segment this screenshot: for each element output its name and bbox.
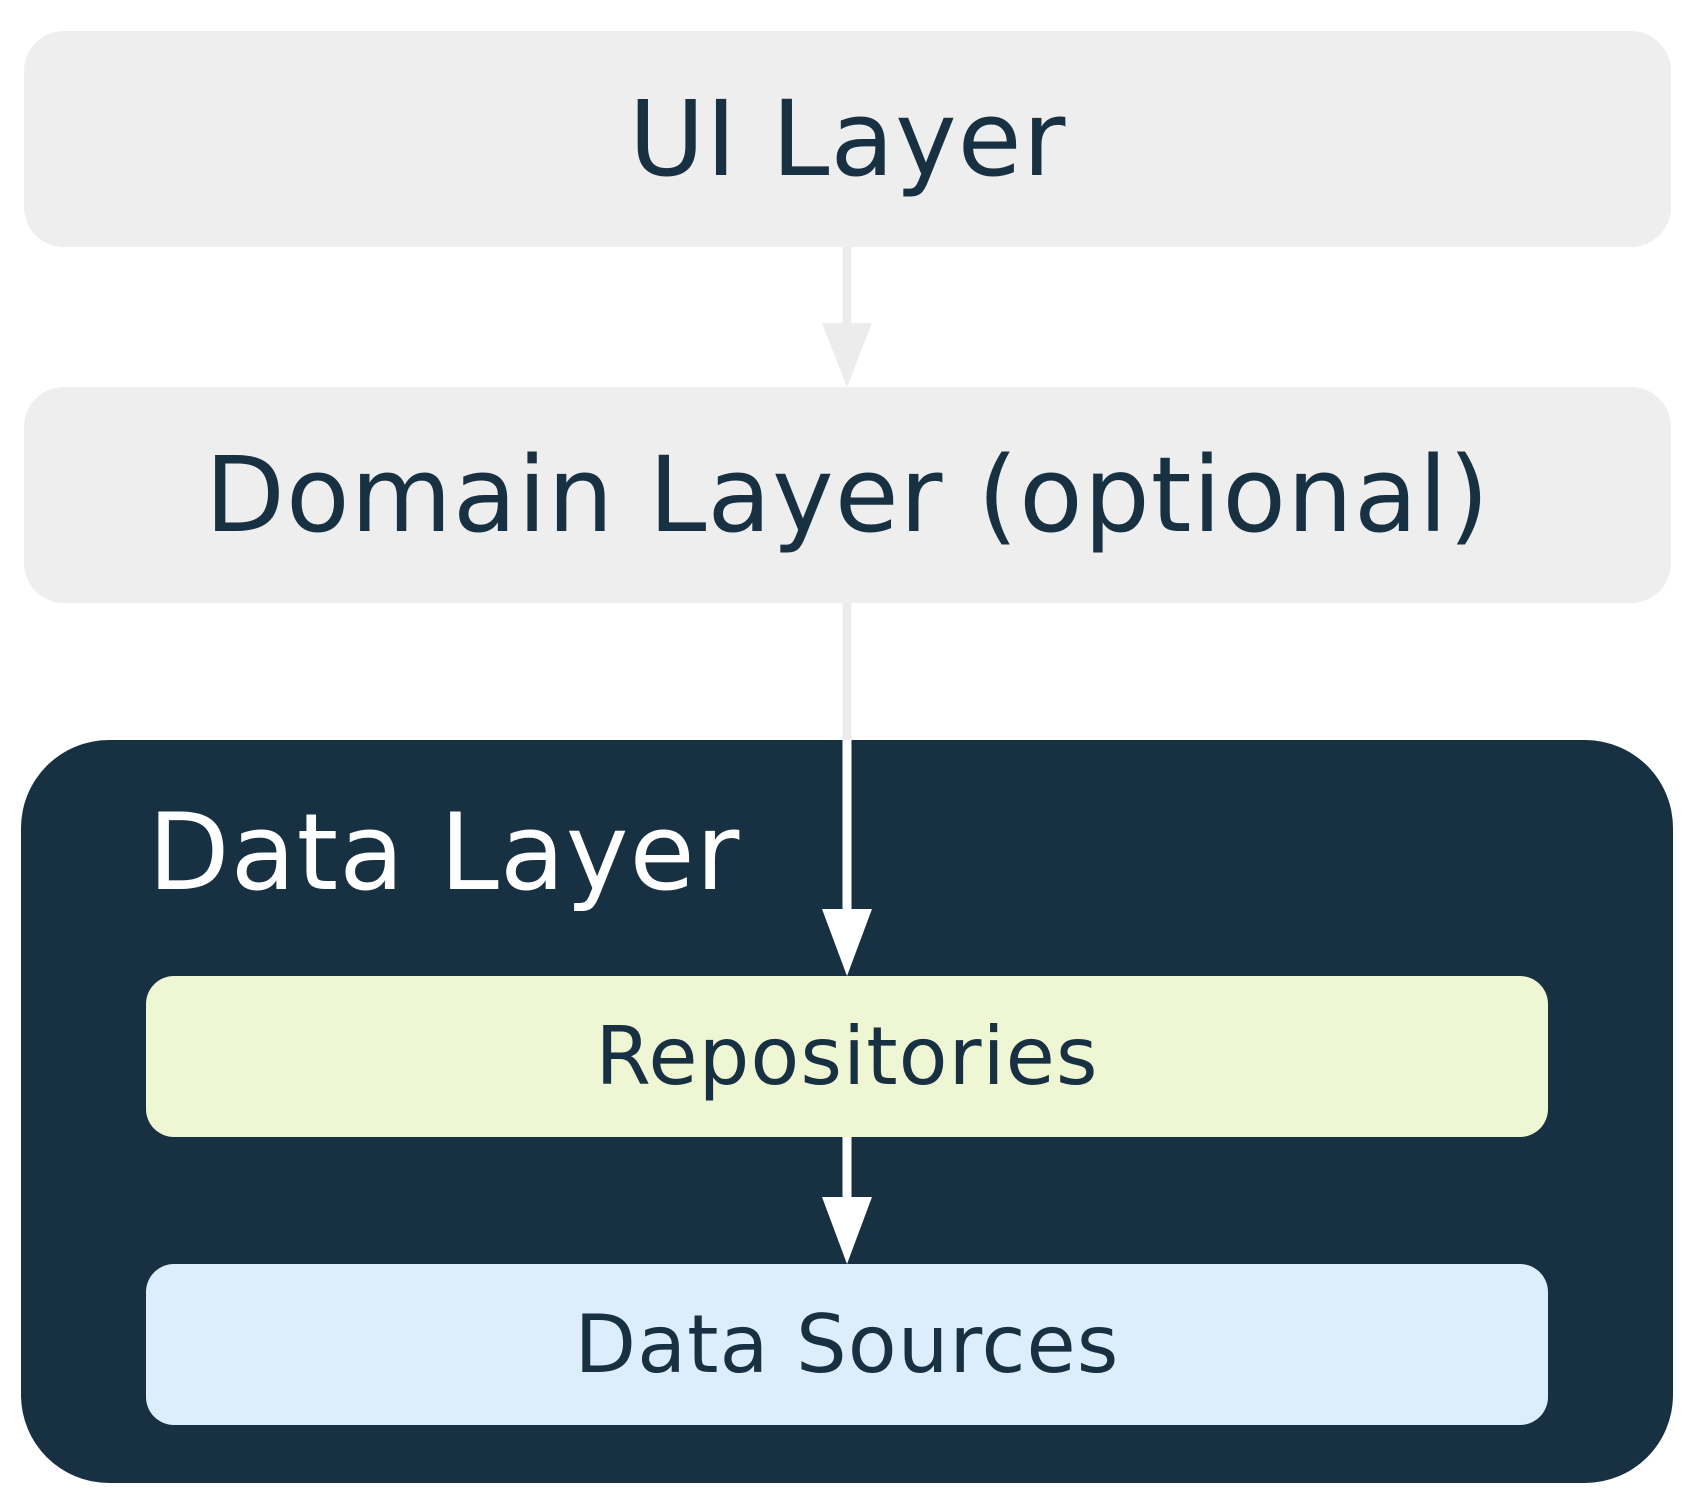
data-sources-box: Data Sources <box>146 1264 1548 1425</box>
domain-layer-label: Domain Layer (optional) <box>204 434 1491 556</box>
repositories-box: Repositories <box>146 976 1548 1137</box>
repositories-label: Repositories <box>595 1009 1099 1103</box>
domain-layer-box: Domain Layer (optional) <box>24 387 1671 603</box>
ui-layer-box: UI Layer <box>24 31 1671 247</box>
data-sources-label: Data Sources <box>574 1297 1120 1391</box>
ui-layer-label: UI Layer <box>628 78 1067 200</box>
data-layer-label: Data Layer <box>148 791 741 914</box>
arrow-ui-to-domain-head <box>822 323 872 387</box>
